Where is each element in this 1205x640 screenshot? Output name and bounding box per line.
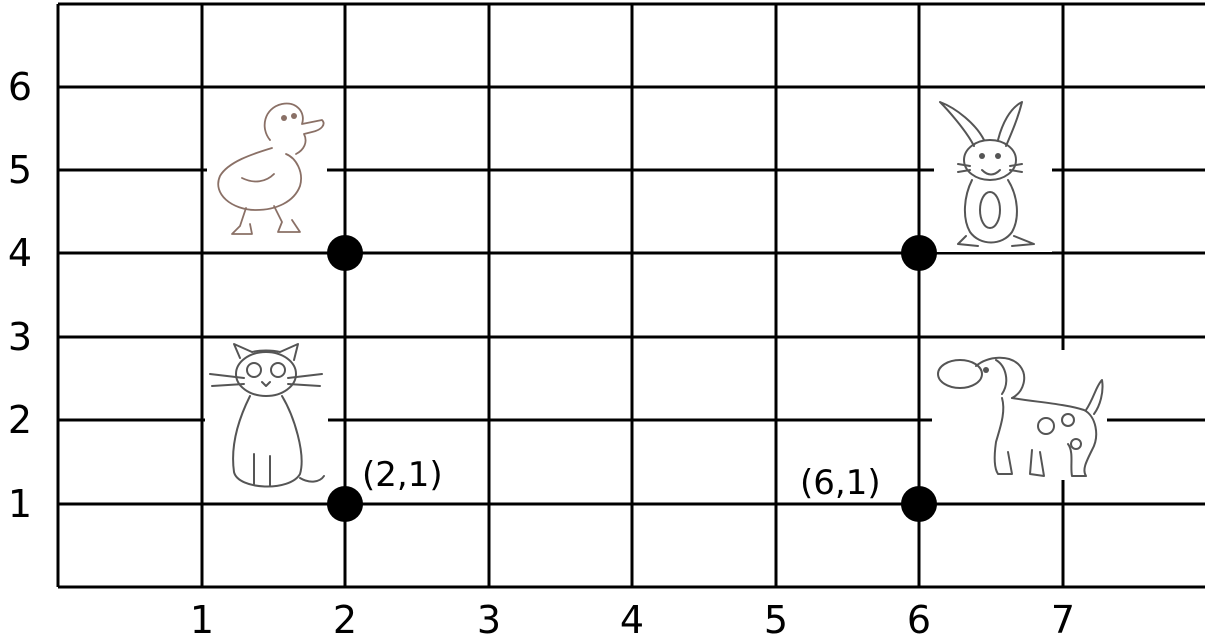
y-tick-3: 3 (8, 315, 32, 359)
point-6-1 (901, 486, 937, 522)
x-tick-2: 2 (333, 598, 357, 640)
y-tick-1: 1 (8, 482, 32, 526)
x-tick-4: 4 (620, 598, 644, 640)
y-axis-labels: 1 2 3 4 5 6 (8, 65, 32, 526)
x-tick-7: 7 (1051, 598, 1075, 640)
x-tick-6: 6 (907, 598, 931, 640)
y-tick-2: 2 (8, 398, 32, 442)
point-2-4 (327, 235, 363, 271)
point-label-6-1: (6,1) (800, 463, 881, 503)
x-tick-3: 3 (477, 598, 501, 640)
y-tick-6: 6 (8, 65, 32, 109)
x-tick-1: 1 (190, 598, 214, 640)
y-tick-4: 4 (8, 231, 32, 275)
point-label-2-1: (2,1) (362, 455, 443, 495)
point-2-1 (327, 486, 363, 522)
x-tick-5: 5 (764, 598, 788, 640)
point-6-4 (901, 235, 937, 271)
y-tick-5: 5 (8, 148, 32, 192)
x-axis-labels: 1 2 3 4 5 6 7 (190, 598, 1075, 640)
